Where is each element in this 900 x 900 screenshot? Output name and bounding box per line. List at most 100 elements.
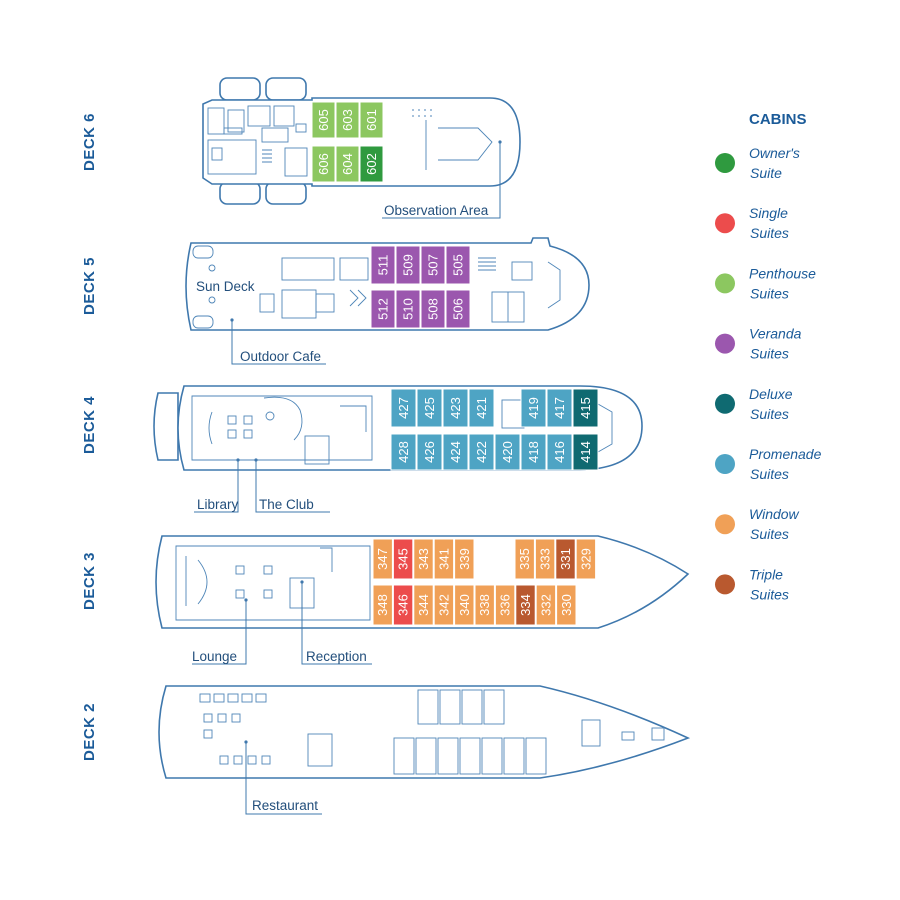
cabin-507[interactable]: 507 [420, 245, 446, 285]
deck-3-label: DECK 3 [81, 552, 98, 610]
cabin-number: 329 [578, 548, 593, 570]
cabin-605[interactable]: 605 [311, 101, 336, 139]
cabin-603[interactable]: 603 [335, 101, 360, 139]
cabin-336[interactable]: 336 [494, 584, 516, 626]
cabin-329-fill [575, 538, 597, 580]
cabin-602[interactable]: 602 [359, 145, 384, 183]
cabin-338-fill [474, 584, 495, 626]
cabin-424[interactable]: 424 [442, 433, 469, 471]
cabin-343[interactable]: 343 [413, 538, 434, 580]
cabin-number: 342 [436, 594, 451, 616]
cabin-number: 512 [376, 298, 391, 320]
cabin-329[interactable]: 329 [575, 538, 597, 580]
cabin-340[interactable]: 340 [454, 584, 475, 626]
cabin-418[interactable]: 418 [520, 433, 547, 471]
cabin-427-fill [390, 388, 417, 428]
cabin-604[interactable]: 604 [335, 145, 360, 183]
cabin-601-fill [359, 101, 384, 139]
cabin-335[interactable]: 335 [514, 538, 535, 580]
cabin-number: 604 [340, 153, 355, 175]
cabin-number: 341 [436, 548, 451, 570]
cabin-427[interactable]: 427 [390, 388, 417, 428]
cabin-420[interactable]: 420 [494, 433, 521, 471]
sun-deck-label: Sun Deck [196, 279, 255, 294]
cabin-414[interactable]: 414 [572, 433, 599, 471]
cabin-number: 347 [375, 548, 390, 570]
legend-swatch [715, 273, 735, 294]
cabin-334[interactable]: 334 [515, 584, 536, 626]
cabin-510[interactable]: 510 [395, 289, 421, 329]
cabin-348[interactable]: 348 [372, 584, 393, 626]
cabin-330[interactable]: 330 [556, 584, 577, 626]
cabin-number: 416 [552, 441, 567, 463]
deck-2-label: DECK 2 [81, 703, 98, 761]
cabin-415[interactable]: 415 [572, 388, 599, 428]
cabin-425[interactable]: 425 [416, 388, 443, 428]
cabin-428-fill [390, 433, 417, 471]
cabin-338[interactable]: 338 [474, 584, 495, 626]
cabin-341[interactable]: 341 [433, 538, 455, 580]
cabin-508[interactable]: 508 [420, 289, 446, 329]
cabin-419[interactable]: 419 [520, 388, 547, 428]
cabin-512[interactable]: 512 [370, 289, 396, 329]
cabin-509[interactable]: 509 [395, 245, 421, 285]
cabin-423[interactable]: 423 [442, 388, 469, 428]
legend-label-line2: Suites [750, 346, 789, 362]
legend-label-line2: Suites [750, 406, 789, 422]
cabin-601[interactable]: 601 [359, 101, 384, 139]
cabin-333[interactable]: 333 [534, 538, 556, 580]
legend-label-line2: Suites [750, 586, 789, 602]
cabin-505[interactable]: 505 [445, 245, 471, 285]
cabin-511[interactable]: 511 [370, 245, 396, 285]
legend-label-line1: Penthouse [749, 265, 816, 281]
legend-swatch [715, 153, 735, 173]
cabin-number: 427 [396, 397, 411, 419]
cabin-512-fill [370, 289, 396, 329]
legend-label-line1: Veranda [749, 326, 802, 342]
cabin-number: 414 [578, 441, 593, 463]
cabin-428[interactable]: 428 [390, 433, 417, 471]
cabin-509-fill [395, 245, 421, 285]
legend-label-line1: Deluxe [749, 386, 793, 402]
legend-title: CABINS [749, 111, 807, 128]
cabin-417[interactable]: 417 [546, 388, 573, 428]
cabin-number: 509 [401, 254, 416, 276]
legend-label-line2: Suites [750, 225, 789, 241]
cabin-number: 417 [552, 397, 567, 419]
cabin-number: 419 [526, 397, 541, 419]
cabin-426[interactable]: 426 [416, 433, 443, 471]
cabin-606[interactable]: 606 [311, 145, 336, 183]
lounge-label: Lounge [192, 649, 237, 664]
cabin-number: 343 [416, 548, 431, 570]
cabin-number: 606 [316, 153, 331, 175]
cabin-506[interactable]: 506 [445, 289, 471, 329]
cabin-332-fill [535, 584, 557, 626]
cabin-342[interactable]: 342 [433, 584, 455, 626]
cabin-345[interactable]: 345 [392, 538, 414, 580]
cabin-number: 346 [396, 594, 411, 616]
cabin-332[interactable]: 332 [535, 584, 557, 626]
cabin-331[interactable]: 331 [555, 538, 576, 580]
cabin-606-fill [311, 145, 336, 183]
deck-5-label: DECK 5 [81, 257, 98, 315]
cabin-339[interactable]: 339 [454, 538, 475, 580]
cabin-422[interactable]: 422 [468, 433, 495, 471]
cabin-336-fill [494, 584, 516, 626]
cabin-331-fill [555, 538, 576, 580]
cabin-421[interactable]: 421 [468, 388, 495, 428]
cabin-422-fill [468, 433, 495, 471]
legend-swatch [715, 574, 735, 595]
cabin-346[interactable]: 346 [392, 584, 414, 626]
cabin-347[interactable]: 347 [372, 538, 393, 580]
cabin-344[interactable]: 344 [413, 584, 434, 626]
cabin-416[interactable]: 416 [546, 433, 573, 471]
cabin-number: 425 [422, 397, 437, 419]
